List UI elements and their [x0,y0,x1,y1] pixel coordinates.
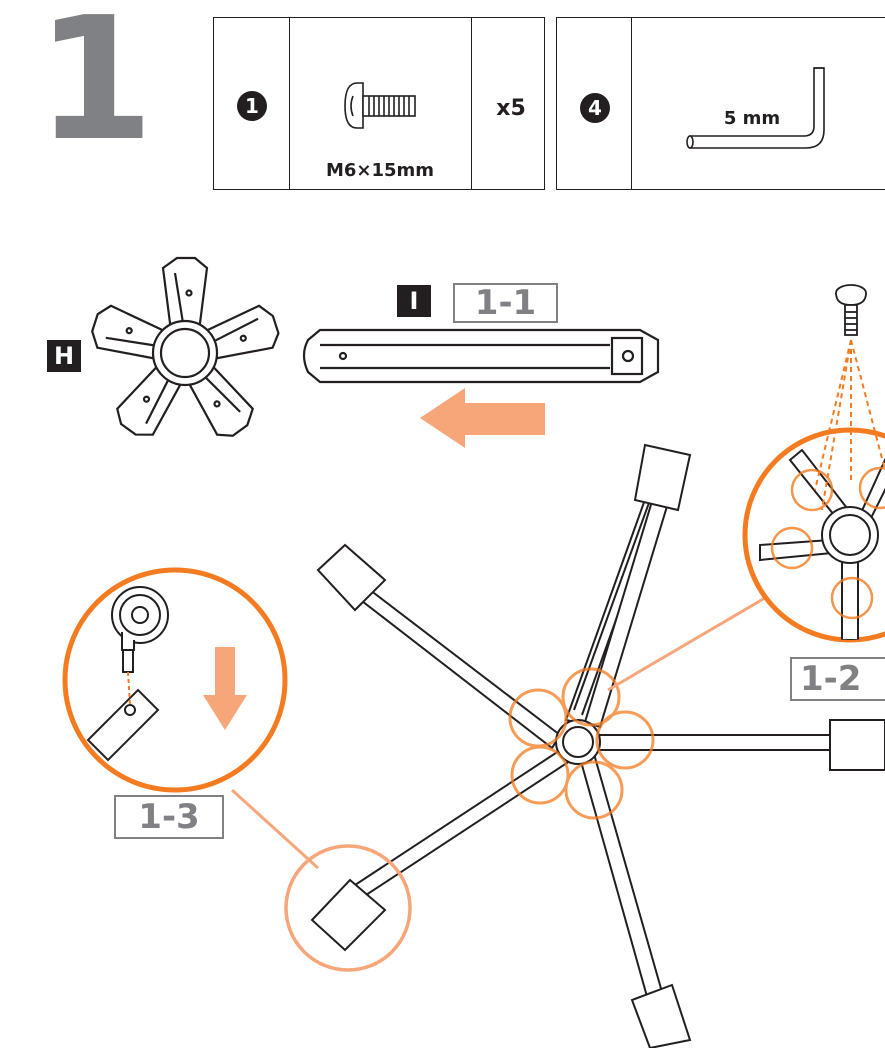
caster-detail-zoom [62,567,288,793]
insert-direction-arrow [420,388,545,448]
caster-highlight-circle [284,844,412,972]
joint-highlight-circles [508,667,655,820]
allen-key-icon [686,67,825,149]
quantity-label: x5 [496,96,526,121]
part-index-badge: 4 [580,93,610,123]
substep-1-3-tag: 1-3 [114,795,224,839]
allen-key-size-label: 5 mm [723,108,781,129]
substep-1-1-tag: 1-1 [453,283,558,323]
step-number: 1 [35,0,155,179]
screw-size-label: M6×15mm [325,160,435,181]
part-label-i: I [397,285,431,317]
parts-box-screw: 1 M6×15mm x5 [213,17,545,190]
zoom-connector-line [230,788,320,870]
screw-icon [344,82,416,129]
substep-1-2-tag: 1-2 [790,657,885,701]
hub-piece-illustration [86,256,284,444]
part-index-badge: 1 [237,91,267,121]
zoom-connector-line [607,593,771,692]
part-label-h: H [47,340,81,372]
leg-piece-illustration [302,328,660,384]
parts-box-allen-key: 4 5 mm [556,17,885,190]
hub-screw-detail-zoom [742,284,885,643]
